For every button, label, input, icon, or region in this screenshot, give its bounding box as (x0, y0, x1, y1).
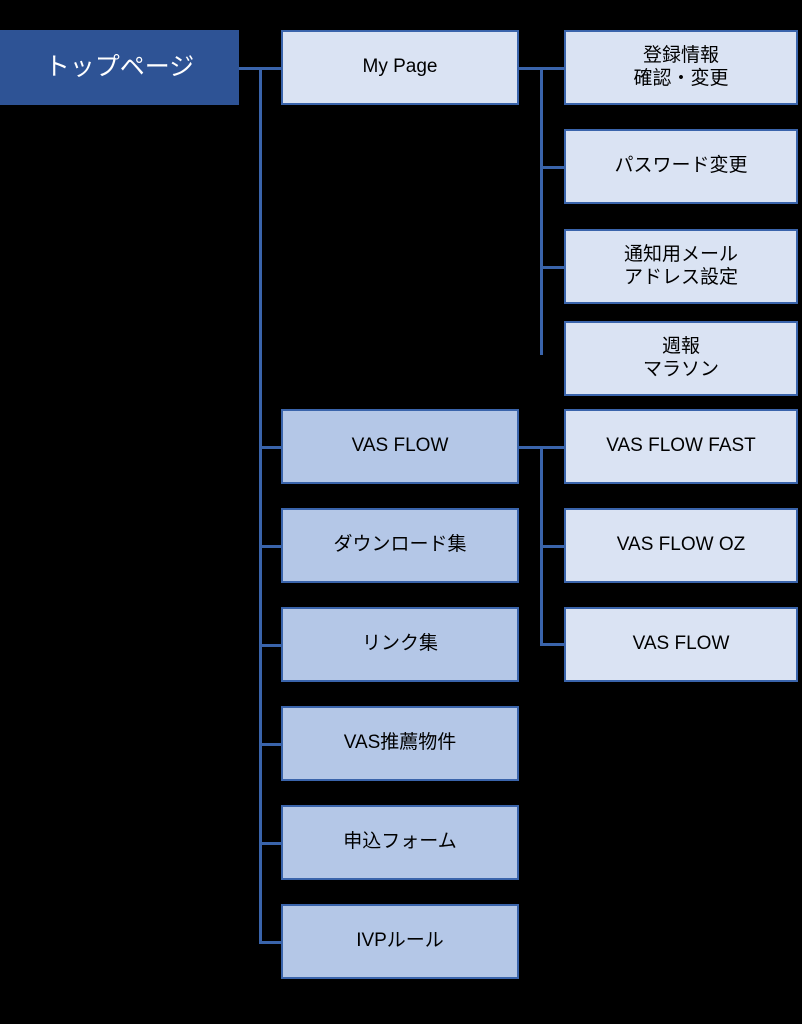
node-vas-flow[interactable]: VAS FLOW (281, 409, 519, 484)
connector-mypage-trunk (540, 67, 543, 355)
connector-mypage-to-password (540, 166, 566, 169)
connector-root-to-links (259, 644, 283, 647)
connector-root-to-applyform (259, 842, 283, 845)
node-weekly-report-marathon[interactable]: 週報 マラソン (564, 321, 798, 396)
connector-vasflow-stub (519, 446, 542, 449)
connector-root-to-mypage (259, 67, 283, 70)
connector-vasflow-to-base (540, 643, 566, 646)
connector-root-to-vasflow (259, 446, 283, 449)
node-vas-flow-oz[interactable]: VAS FLOW OZ (564, 508, 798, 583)
node-registration-info[interactable]: 登録情報 確認・変更 (564, 30, 798, 105)
node-link-collection[interactable]: リンク集 (281, 607, 519, 682)
node-my-page-label: My Page (362, 56, 438, 78)
connector-root-to-download (259, 545, 283, 548)
node-ivp-rule-label: IVPルール (356, 930, 444, 952)
node-notification-mail-address[interactable]: 通知用メール アドレス設定 (564, 229, 798, 304)
connector-mypage-to-register (540, 67, 566, 70)
node-registration-info-label: 登録情報 確認・変更 (633, 45, 729, 89)
node-my-page[interactable]: My Page (281, 30, 519, 105)
connector-root-to-ivprule (259, 941, 283, 944)
node-password-change[interactable]: パスワード変更 (564, 129, 798, 204)
node-vas-flow-fast[interactable]: VAS FLOW FAST (564, 409, 798, 484)
connector-root-trunk (259, 67, 262, 944)
connector-mypage-stub (519, 67, 542, 70)
node-ivp-rule[interactable]: IVPルール (281, 904, 519, 979)
connector-root-to-recommend (259, 743, 283, 746)
node-application-form[interactable]: 申込フォーム (281, 805, 519, 880)
node-vas-flow-fast-label: VAS FLOW FAST (606, 435, 756, 457)
connector-vasflow-to-fast (540, 446, 566, 449)
node-top-page-label: トップページ (44, 52, 195, 81)
node-weekly-report-marathon-label: 週報 マラソン (642, 336, 719, 380)
connector-vasflow-to-oz (540, 545, 566, 548)
node-vas-flow-oz-label: VAS FLOW OZ (616, 534, 746, 556)
node-download-collection[interactable]: ダウンロード集 (281, 508, 519, 583)
node-password-change-label: パスワード変更 (614, 155, 748, 177)
connector-mypage-to-mailaddr (540, 266, 566, 269)
node-vas-flow-base[interactable]: VAS FLOW (564, 607, 798, 682)
node-download-collection-label: ダウンロード集 (333, 534, 467, 556)
node-link-collection-label: リンク集 (361, 633, 438, 655)
node-vas-recommended-property-label: VAS推薦物件 (343, 732, 457, 754)
node-vas-recommended-property[interactable]: VAS推薦物件 (281, 706, 519, 781)
node-vas-flow-label: VAS FLOW (351, 435, 449, 457)
node-application-form-label: 申込フォーム (343, 831, 457, 853)
node-top-page[interactable]: トップページ (0, 30, 239, 105)
connector-root-stub (239, 67, 261, 70)
node-notification-mail-address-label: 通知用メール アドレス設定 (623, 244, 738, 288)
node-vas-flow-base-label: VAS FLOW (632, 633, 730, 655)
